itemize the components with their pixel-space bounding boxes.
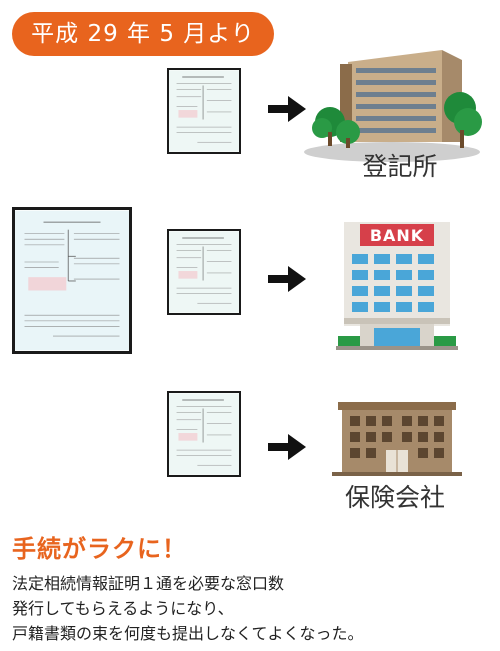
arrow-right-icon (268, 96, 306, 122)
description-line-1: 法定相続情報証明１通を必要な窓口数 (12, 574, 285, 593)
arrow-right-icon (268, 266, 306, 292)
description-line-3: 戸籍書類の束を何度も提出しなくてよくなった。 (12, 624, 364, 643)
header-date-pill: 平成 29 年 5 月より (12, 12, 274, 56)
headline: 手続がラクに！ (12, 535, 187, 563)
certificate-document-1 (167, 68, 241, 154)
bank-sign-label: BANK (369, 226, 425, 245)
certificate-document-icon (169, 70, 239, 152)
certificate-document-3 (167, 391, 241, 477)
certificate-document-icon (169, 393, 239, 475)
registry-office-label: 登記所 (362, 152, 438, 181)
insurance-company-label: 保険会社 (344, 483, 445, 512)
family-tree-chart-document (12, 207, 132, 354)
bank-building-icon (336, 214, 458, 354)
arrow-right-icon (268, 434, 306, 460)
family-tree-chart-icon (15, 210, 129, 351)
registry-office-building-icon (300, 46, 490, 166)
certificate-document-icon (169, 231, 239, 313)
insurance-company-building-icon (332, 396, 462, 480)
certificate-document-2 (167, 229, 241, 315)
header-date-label: 平成 29 年 5 月より (31, 21, 255, 47)
description-line-2: 発行してもらえるようになり、 (12, 599, 234, 618)
